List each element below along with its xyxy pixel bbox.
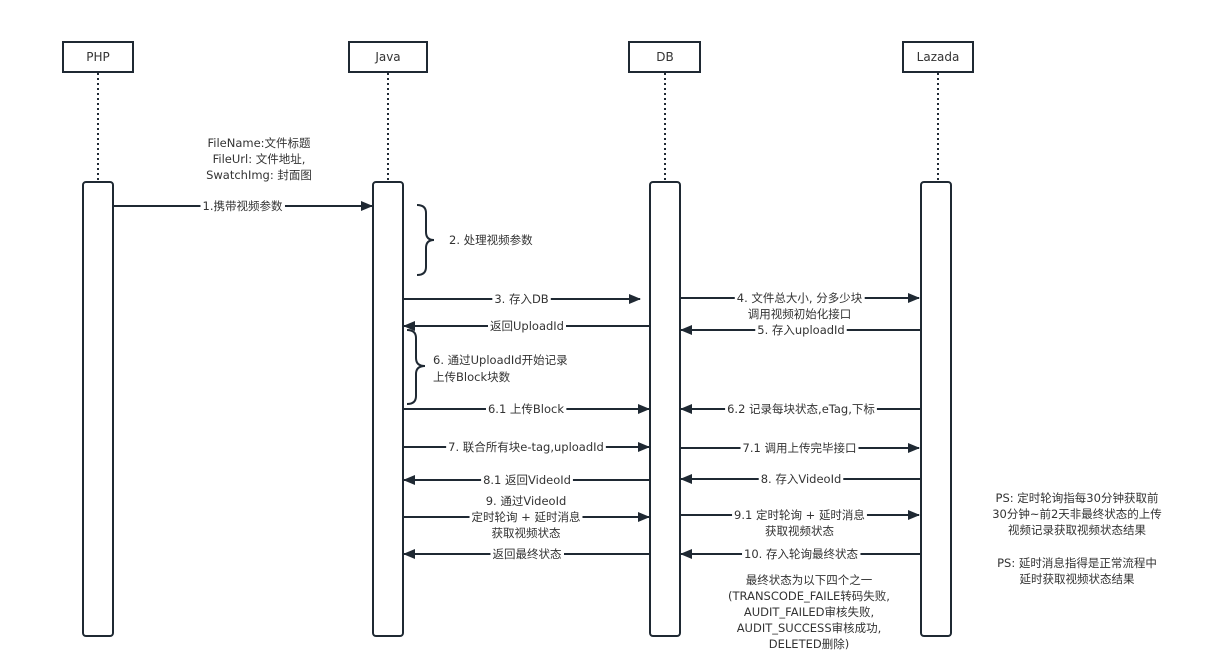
label-background xyxy=(488,319,566,333)
ps-note-line: PS: 延时消息指得是正常流程中 xyxy=(997,556,1157,570)
param-note-line: SwatchImg: 封面图 xyxy=(206,168,312,182)
message-label: 8. 存入VideoId xyxy=(761,472,842,486)
participant-label: DB xyxy=(656,50,673,64)
message-label: 10. 存入轮询最终状态 xyxy=(744,547,858,561)
final-status-line: DELETED删除) xyxy=(769,637,849,651)
message-label: 8.1 返回VideoId xyxy=(483,473,571,487)
message-label: 7.1 调用上传完毕接口 xyxy=(743,441,857,455)
message-label: 3. 存入DB xyxy=(494,292,548,306)
label-background xyxy=(469,510,583,524)
label-background xyxy=(734,291,865,305)
message-m_ret_final[interactable]: 返回最终状态 xyxy=(403,547,650,561)
label-background xyxy=(755,323,847,337)
ps-note-line: 30分钟~前2天非最终状态的上传 xyxy=(992,507,1162,521)
brace-process-params: 2. 处理视频参数 xyxy=(416,204,533,276)
label-background xyxy=(492,292,551,306)
label-background xyxy=(740,441,859,455)
ps-note-line: PS: 定时轮询指每30分钟获取前 xyxy=(996,491,1159,505)
label-background xyxy=(742,547,861,561)
final-status-line: AUDIT_SUCCESS审核成功, xyxy=(737,621,882,635)
brace-icon xyxy=(416,204,435,276)
message-m62[interactable]: 6.2 记录每块状态,eTag,下标 xyxy=(680,402,921,416)
final-status-line: AUDIT_FAILED审核失败, xyxy=(744,605,874,619)
message-label: 6.2 记录每块状态,eTag,下标 xyxy=(727,402,875,416)
final-status-line: 最终状态为以下四个之一 xyxy=(746,573,873,587)
message-label: 9.1 定时轮询 + 延时消息 xyxy=(734,508,865,522)
message-m81[interactable]: 8.1 返回VideoId xyxy=(403,473,650,487)
label-background xyxy=(725,402,877,416)
ps-note-polling: PS: 定时轮询指每30分钟获取前 30分钟~前2天非最终状态的上传 视频记录获… xyxy=(992,491,1162,537)
participant-label: Lazada xyxy=(917,50,960,64)
ps-note-line: 延时获取视频状态结果 xyxy=(1020,572,1135,586)
label-background xyxy=(489,526,563,540)
label-background xyxy=(732,508,867,522)
label-background xyxy=(200,199,285,213)
label-background xyxy=(490,547,564,561)
param-note: FileName:文件标题 FileUrl: 文件地址, SwatchImg: … xyxy=(206,136,312,182)
message-m10[interactable]: 10. 存入轮询最终状态 xyxy=(680,547,921,561)
messages: 1.携带视频参数 3. 存入DB 返回UploadId 4. 文件总大小, 分多少块调… xyxy=(113,199,921,561)
message-label: 7. 联合所有块e-tag,uploadId xyxy=(448,440,604,454)
brace-icon xyxy=(406,329,426,405)
message-label: 4. 文件总大小, 分多少块 xyxy=(737,291,863,305)
final-status-line: (TRANSCODE_FAILE转码失败, xyxy=(728,589,890,603)
message-m71[interactable]: 7.1 调用上传完毕接口 xyxy=(680,441,920,455)
message-label: 1.携带视频参数 xyxy=(203,199,283,213)
participant-label: Java xyxy=(374,50,400,64)
participant-label: PHP xyxy=(86,50,110,64)
message-label: 定时轮询 + 延时消息 xyxy=(472,510,581,524)
participant-java[interactable]: Java xyxy=(348,41,428,73)
label-background xyxy=(481,473,573,487)
label-background xyxy=(745,307,854,321)
label-background xyxy=(446,440,606,454)
message-m3[interactable]: 3. 存入DB xyxy=(403,292,641,306)
participant-php[interactable]: PHP xyxy=(62,41,134,73)
ps-note-delay: PS: 延时消息指得是正常流程中 延时获取视频状态结果 xyxy=(997,556,1157,586)
activation-bar-java xyxy=(372,181,404,637)
activation-bar-db xyxy=(649,181,681,637)
participant-db[interactable]: DB xyxy=(628,41,701,73)
message-label: 获取视频状态 xyxy=(492,526,561,540)
brace-label: 6. 通过UploadId开始记录 xyxy=(433,353,568,367)
message-m_ret_upload[interactable]: 返回UploadId xyxy=(403,319,650,333)
message-m7[interactable]: 7. 联合所有块e-tag,uploadId xyxy=(403,440,650,454)
label-background xyxy=(483,494,569,508)
label-background xyxy=(485,402,567,416)
activation-bar-php xyxy=(82,181,114,637)
activation-bar-lazada xyxy=(920,181,952,637)
message-label: 6.1 上传Block xyxy=(488,402,564,416)
message-label: 返回最终状态 xyxy=(493,547,562,561)
brace-record-blocks: 6. 通过UploadId开始记录 上传Block块数 xyxy=(406,329,568,405)
message-label: 9. 通过VideoId xyxy=(486,494,567,508)
label-background xyxy=(758,472,844,486)
final-status-note: 最终状态为以下四个之一 (TRANSCODE_FAILE转码失败, AUDIT_… xyxy=(728,573,890,651)
message-label: 调用视频初始化接口 xyxy=(748,307,852,321)
message-m5[interactable]: 5. 存入uploadId xyxy=(680,323,921,337)
message-m1[interactable]: 1.携带视频参数 xyxy=(113,199,373,213)
message-label: 返回UploadId xyxy=(490,319,564,333)
brace-label: 上传Block块数 xyxy=(433,370,511,384)
participant-lazada[interactable]: Lazada xyxy=(902,41,974,73)
message-m8[interactable]: 8. 存入VideoId xyxy=(680,472,921,486)
message-m61[interactable]: 6.1 上传Block xyxy=(403,402,650,416)
param-note-line: FileUrl: 文件地址, xyxy=(213,152,306,166)
brace-label: 2. 处理视频参数 xyxy=(449,233,533,247)
message-label: 获取视频状态 xyxy=(765,524,834,538)
message-label: 5. 存入uploadId xyxy=(757,323,845,337)
param-note-line: FileName:文件标题 xyxy=(207,136,311,150)
label-background xyxy=(763,524,837,538)
ps-note-line: 视频记录获取视频状态结果 xyxy=(1008,523,1146,537)
